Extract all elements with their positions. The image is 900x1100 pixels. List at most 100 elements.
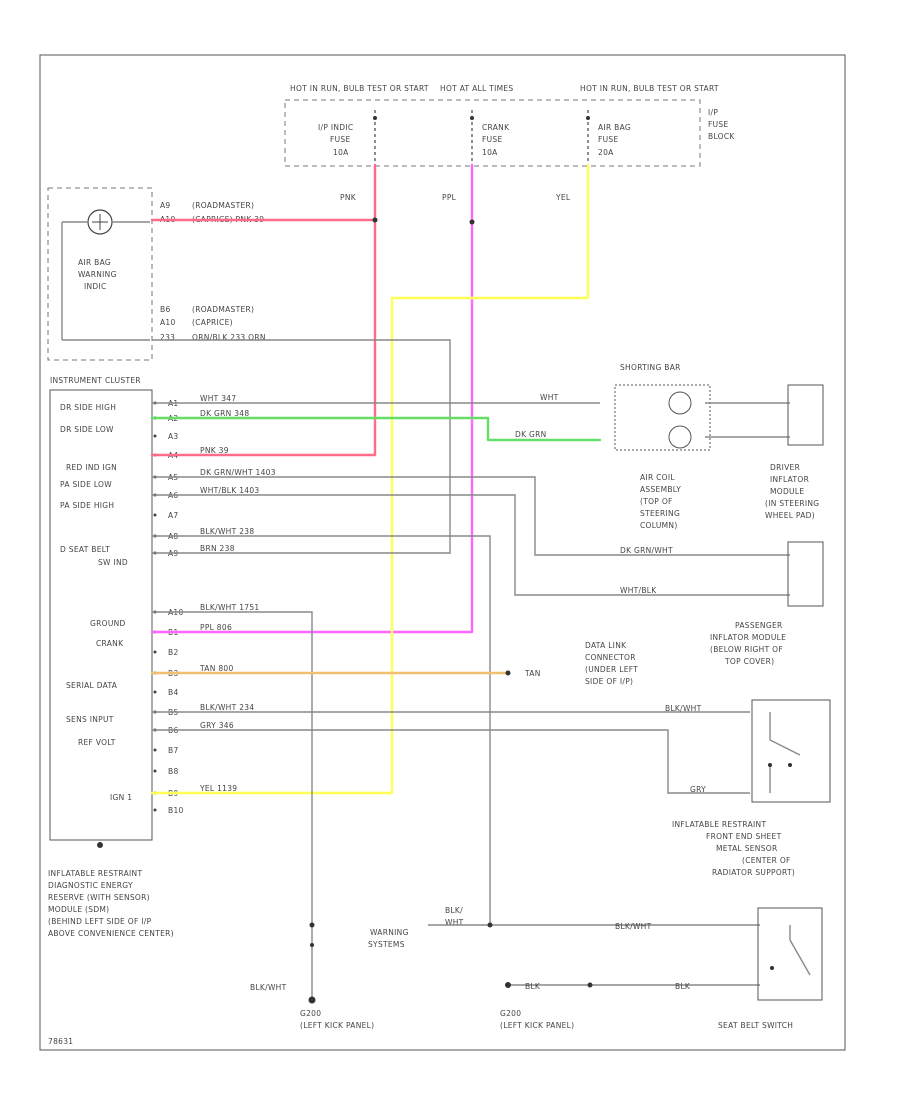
warning-systems: WARNING SYSTEMS BLK/ WHT <box>368 906 493 949</box>
cluster-pin-wire-label: YEL 1139 <box>199 784 237 793</box>
coil-icon-1 <box>668 391 692 415</box>
lamp-pin-b2: A10 <box>160 318 176 327</box>
pass-label-2: INFLATOR MODULE <box>710 633 786 642</box>
cluster-label-sw-ind: SW IND <box>98 558 128 567</box>
front-end-sensor: BLK/WHT GRY INFLATABLE RESTRAINT FRONT E… <box>665 699 831 877</box>
sdm-label-3: RESERVE (WITH SENSOR) <box>48 893 150 902</box>
fuse1-name: I/P INDIC <box>318 123 353 132</box>
cluster-label-pa-high: PA SIDE HIGH <box>60 501 114 510</box>
sdm-label-5: (BEHIND LEFT SIDE OF I/P <box>48 917 152 926</box>
cluster-label-ign: IGN 1 <box>110 793 132 802</box>
cluster-pin-dot <box>153 434 157 438</box>
seatbelt-switch-box <box>757 907 823 1001</box>
cluster-pin-a7: A7 <box>168 511 179 520</box>
cluster-label-ref: REF VOLT <box>78 738 116 747</box>
pass-module-box <box>787 541 824 607</box>
driver-wire-1: WHT <box>540 393 559 402</box>
lamp-pin-a-note: (ROADMASTER) <box>192 201 254 210</box>
hot-label-2: HOT AT ALL TIMES <box>440 84 513 93</box>
wire-dkgrnwht-pass <box>152 476 790 556</box>
driver-label-3: MODULE <box>770 487 804 496</box>
cluster-pin-wire-label: WHT/BLK 1403 <box>200 486 259 495</box>
figure-id: 78631 <box>48 1037 73 1046</box>
warning-label-2: SYSTEMS <box>368 940 405 949</box>
cluster-label-crank: CRANK <box>96 639 124 648</box>
cluster-pin-wire-label: DK GRN/WHT 1403 <box>200 468 276 477</box>
sensor-wire-1: BLK/WHT <box>665 704 702 713</box>
coil-label-5: COLUMN) <box>640 521 678 530</box>
seatbelt-wire-1: BLK/WHT <box>615 922 652 931</box>
wire-orn-lamp <box>152 339 451 554</box>
sensor-label-1: INFLATABLE RESTRAINT <box>672 820 766 829</box>
fuse1-type: FUSE <box>330 135 351 144</box>
wire-ppl <box>150 163 474 634</box>
fuse2-rating: 10A <box>482 148 498 157</box>
cluster-pin-a3: A3 <box>168 432 179 441</box>
ground1-icon <box>308 996 316 1004</box>
driver-label-4: (IN STEERING <box>765 499 819 508</box>
dlc-label-4: SIDE OF I/P) <box>585 677 633 686</box>
passenger-inflator: DK GRN/WHT WHT/BLK PASSENGER INFLATOR MO… <box>620 541 824 666</box>
cluster-label-pa-low: PA SIDE LOW <box>60 480 112 489</box>
airbag-warning-lamp: AIR BAG WARNING INDIC A9 (ROADMASTER) A1… <box>47 187 266 361</box>
coil-label-3: (TOP OF <box>640 497 673 506</box>
dlc-label-3: (UNDER LEFT <box>585 665 638 674</box>
warning-label-1: WARNING <box>370 928 409 937</box>
ground1-name: G200 <box>300 1009 321 1018</box>
wire-whtblk-pass <box>152 494 790 596</box>
lamp-pin-a: A9 <box>160 201 171 210</box>
dlc-wire: TAN <box>524 669 541 678</box>
warning-wire-2: WHT <box>445 918 464 927</box>
wire-ppl-label: PPL <box>442 193 457 202</box>
coil-icon-2 <box>668 425 692 449</box>
cluster-pin-wire-label: BLK/WHT 234 <box>200 703 254 712</box>
hot-label-1: HOT IN RUN, BULB TEST OR START <box>290 84 429 93</box>
pass-label-3: (BELOW RIGHT OF <box>710 645 783 654</box>
diagram-frame <box>39 54 846 1051</box>
cluster-label-serial: SERIAL DATA <box>66 681 118 690</box>
sensor-box <box>751 699 831 803</box>
cluster-pin-wire-label: BLK/WHT 238 <box>200 527 254 536</box>
seat-belt-switch: BLK/WHT BLK BLK SEAT BELT SWITCH <box>505 907 823 1030</box>
fuse3-name: AIR BAG <box>598 123 631 132</box>
pass-wire-1: DK GRN/WHT <box>620 546 673 555</box>
pass-label-1: PASSENGER <box>735 621 783 630</box>
driver-wire-2: DK GRN <box>515 430 547 439</box>
cluster-label-seatbelt: D SEAT BELT <box>60 545 110 554</box>
lamp-pin-b: B6 <box>160 305 171 314</box>
pass-label-4: TOP COVER) <box>724 657 774 666</box>
cluster-pin-wire-label: TAN 800 <box>199 664 234 673</box>
sensor-label-4: (CENTER OF <box>742 856 791 865</box>
wire-gry-sensor <box>152 729 750 794</box>
cluster-label-dr-high: DR SIDE HIGH <box>60 403 116 412</box>
cluster-pin-b10: B10 <box>168 806 184 815</box>
cluster-pin-b8: B8 <box>168 767 179 776</box>
lamp-label-3: INDIC <box>84 282 107 291</box>
coil-label-4: STEERING <box>640 509 680 518</box>
cluster-pin-b7: B7 <box>168 746 179 755</box>
ground-g200-2: G200 (LEFT KICK PANEL) <box>500 1009 574 1030</box>
cluster-pin-wire-label: BLK/WHT 1751 <box>200 603 259 612</box>
ground1-loc: (LEFT KICK PANEL) <box>300 1021 374 1030</box>
cluster-label-dr-low: DR SIDE LOW <box>60 425 114 434</box>
block-label-3: BLOCK <box>708 132 735 141</box>
seatbelt-wire-3: BLK <box>675 982 691 991</box>
block-label-2: FUSE <box>708 120 729 129</box>
cluster-pin-dot <box>153 769 157 773</box>
lamp-pin-b-note: (ROADMASTER) <box>192 305 254 314</box>
cluster-pin-wire-label: WHT 347 <box>200 394 236 403</box>
module-mount-dot <box>97 842 103 848</box>
warning-wire-1: BLK/ <box>445 906 463 915</box>
coil-label-1: AIR COIL <box>640 473 675 482</box>
hot-label-3: HOT IN RUN, BULB TEST OR START <box>580 84 719 93</box>
wire-blkwht-ground <box>152 611 313 1000</box>
wire-pnk-cluster <box>150 163 377 457</box>
cluster-pin-wire-label: PPL 806 <box>200 623 232 632</box>
lamp-pin-b3-note: ORN/BLK 233 ORN <box>192 333 266 342</box>
lamp-label-2: WARNING <box>78 270 117 279</box>
shorting-bar-label: SHORTING BAR <box>620 363 681 372</box>
driver-label-2: INFLATOR <box>770 475 809 484</box>
sdm-label: INFLATABLE RESTRAINT DIAGNOSTIC ENERGY R… <box>48 869 174 938</box>
wire-yel-label: YEL <box>555 193 571 202</box>
data-link-connector: TAN DATA LINK CONNECTOR (UNDER LEFT SIDE… <box>524 641 638 686</box>
